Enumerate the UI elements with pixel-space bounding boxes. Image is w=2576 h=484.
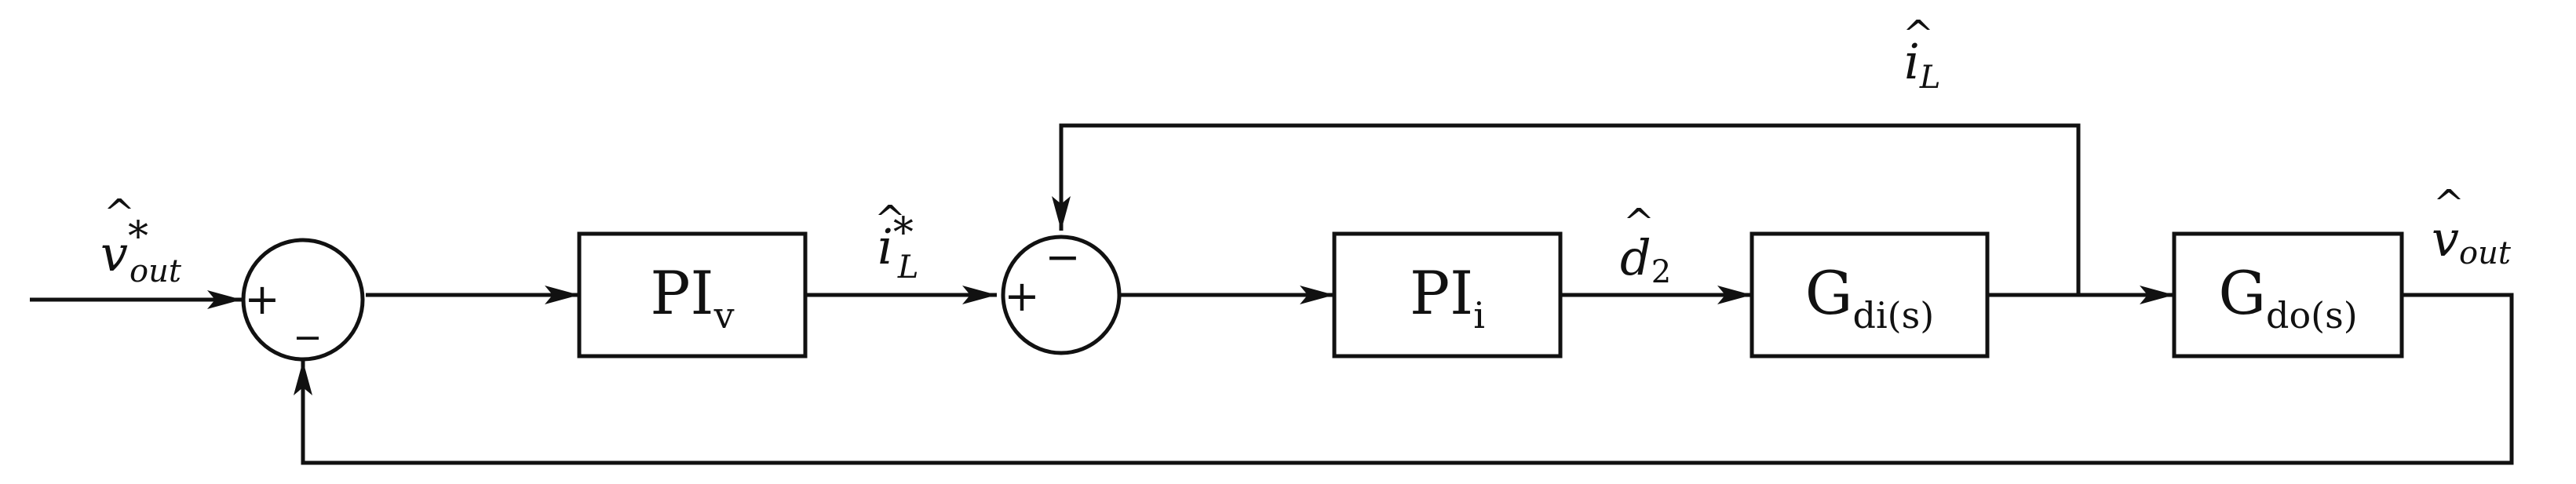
vout-base: v <box>2432 210 2459 267</box>
voltage-sum-plus-sign: + <box>244 275 279 324</box>
gdo-plant-block: Gdo(s) <box>2172 231 2404 358</box>
iL-sub: L <box>1919 60 1941 96</box>
signal-d2: ^ d2 <box>1620 201 1671 290</box>
vout-ref-sub: out <box>130 253 182 289</box>
svg-text:PIv: PIv <box>650 258 734 337</box>
svg-text:PIi: PIi <box>1410 258 1485 337</box>
svg-text:vout: vout <box>2432 210 2512 271</box>
pi-current-subscript: i <box>1473 294 1485 337</box>
iL-ref-hat: ^ <box>874 198 906 242</box>
d2-hat: ^ <box>1623 201 1655 245</box>
iL-ref-base: i <box>878 218 893 275</box>
iL-ref-sup: * <box>893 209 914 257</box>
vout-ref-base: v <box>100 225 128 282</box>
pi-voltage-block: PIv <box>577 231 808 358</box>
svg-text:Gdi(s): Gdi(s) <box>1805 258 1934 337</box>
iL-base: i <box>1904 33 1920 90</box>
signal-vout: ^ vout <box>2432 182 2512 271</box>
gdo-subscript: do(s) <box>2266 294 2358 337</box>
signal-vout-reference: ^ v*out <box>100 191 182 289</box>
current-sum-minus-sign: − <box>1045 232 1080 282</box>
vout-hat: ^ <box>2433 182 2465 226</box>
pi-voltage-subscript: v <box>713 294 735 337</box>
svg-text:v*out: v*out <box>100 213 182 289</box>
svg-text:Gdo(s): Gdo(s) <box>2218 258 2357 337</box>
pi-voltage-label: PI <box>650 258 713 328</box>
voltage-summing-junction: + _ <box>241 238 365 362</box>
pi-current-block: PIi <box>1332 231 1563 358</box>
svg-text:d2: d2 <box>1620 229 1671 290</box>
current-sum-plus-sign: + <box>1004 271 1039 321</box>
gdi-label: G <box>1805 258 1853 328</box>
vout-ref-sup: * <box>128 213 148 260</box>
vout-ref-hat: ^ <box>104 191 135 235</box>
svg-text:iL: iL <box>1904 33 1940 96</box>
gdi-subscript: di(s) <box>1853 294 1935 337</box>
current-summing-junction: + − <box>1001 232 1122 355</box>
svg-text:i*L: i*L <box>878 209 918 286</box>
d2-base: d <box>1620 229 1651 286</box>
signal-iL-feedback: ^ iL <box>1903 13 1941 96</box>
current-feedback-wire <box>1052 123 2081 295</box>
voltage-feedback-wire <box>294 293 2514 465</box>
voltage-sum-minus-sign: _ <box>297 290 319 340</box>
pi-current-label: PI <box>1410 258 1473 328</box>
iL-hat: ^ <box>1903 13 1934 56</box>
vout-sub: out <box>2459 235 2512 271</box>
signal-iL-reference: ^ i*L <box>874 198 919 286</box>
gdi-plant-block: Gdi(s) <box>1750 231 1990 358</box>
iL-ref-sub: L <box>897 249 919 286</box>
d2-sub: 2 <box>1651 254 1671 290</box>
gdo-label: G <box>2218 258 2266 328</box>
